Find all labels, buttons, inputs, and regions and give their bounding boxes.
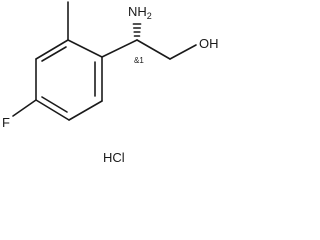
ring-bond-1	[67, 39, 103, 58]
stereo-descriptor: &1	[134, 56, 144, 65]
hashed-wedge-bond	[132, 23, 142, 37]
stereocenter-to-ch2-bond	[136, 39, 171, 60]
ring-bond-4	[35, 99, 70, 121]
ring-bond-5	[68, 100, 103, 121]
benzene-ring	[35, 39, 103, 121]
ring-to-stereocenter-bond	[101, 39, 138, 58]
ring-double-bond-2	[41, 96, 68, 113]
amine-atom-label: NH2	[128, 4, 152, 21]
salt-label: HCl	[103, 150, 125, 165]
hydroxyl-atom-label: OH	[199, 36, 219, 51]
fluorine-atom-label: F	[2, 115, 10, 130]
ch2-to-oxygen-bond	[169, 44, 197, 60]
fluoro-bond	[12, 99, 37, 117]
ring-double-bond-1	[41, 46, 67, 62]
ring-bond-2	[35, 39, 69, 60]
chemical-structure: F NH2 &1 OH HCl	[2, 1, 219, 165]
